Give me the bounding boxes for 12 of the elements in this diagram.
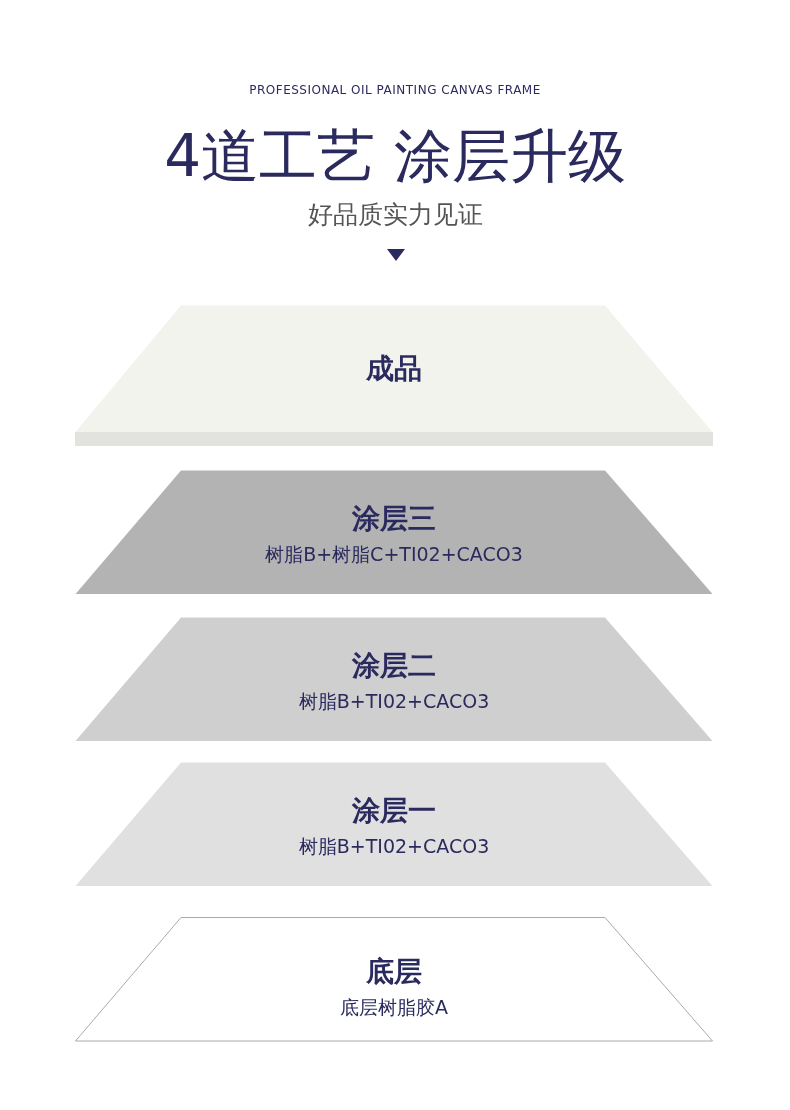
layer-composition: 树脂B+树脂C+TI02+CACO3 — [265, 542, 523, 567]
layer-title: 涂层一 — [352, 793, 436, 829]
layer-title: 成品 — [366, 351, 422, 387]
layer-composition: 底层树脂胶A — [340, 995, 448, 1020]
layer-composition: 树脂B+TI02+CACO3 — [298, 689, 490, 714]
layer-title: 涂层二 — [352, 648, 436, 684]
layer-title: 底层 — [366, 954, 422, 990]
subtitle: 好品质实力见证 — [307, 199, 483, 231]
title: 4道工艺 涂层升级 — [164, 121, 626, 192]
heading-caption: PROFESSIONAL OIL PAINTING CANVAS FRAME — [249, 83, 541, 97]
layer-composition: 树脂B+TI02+CACO3 — [298, 834, 490, 859]
layer-title: 涂层三 — [352, 501, 436, 537]
